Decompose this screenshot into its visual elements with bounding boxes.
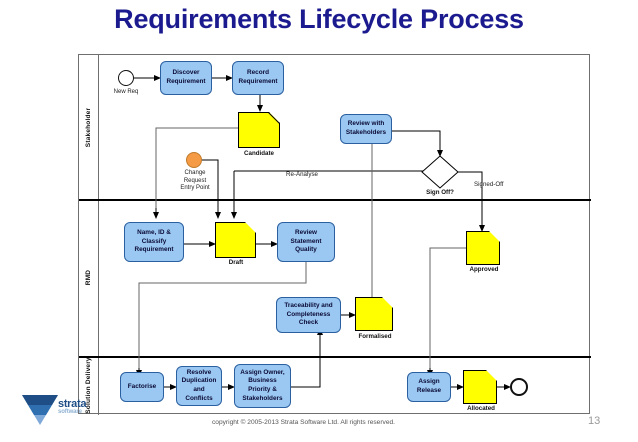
doc-fold-icon xyxy=(489,231,500,242)
logo-subword: software xyxy=(58,409,82,415)
task-name-id-classify-requirement[interactable]: Name, ID & Classify Requirement xyxy=(124,222,184,262)
end-event[interactable] xyxy=(510,378,528,396)
task-resolve-duplication-conflicts[interactable]: Resolve Duplication and Conflicts xyxy=(176,366,222,406)
page-title: Requirements Lifecycle Process xyxy=(114,4,524,34)
strata-software-logo: strata software xyxy=(20,393,92,427)
data-object-draft-label: Draft xyxy=(228,259,244,266)
flow-label-re-analyse: Re-Analyse xyxy=(286,171,318,178)
task-traceability-completeness-check[interactable]: Traceability and Completeness Check xyxy=(276,297,341,333)
data-object-formalised-label: Formalised xyxy=(358,333,392,340)
gateway-sign-off-label: Sign Off? xyxy=(426,189,454,196)
start-event-new-req[interactable] xyxy=(118,70,134,86)
logo-wordmark: strata xyxy=(58,398,87,410)
task-assign-owner-priority-stakeholders[interactable]: Assign Owner, Business Priority & Stakeh… xyxy=(234,364,291,408)
lane-divider-1 xyxy=(79,199,591,201)
flow-label-signed-off: Signed-Off xyxy=(474,181,504,188)
doc-fold-icon xyxy=(245,222,256,233)
data-object-candidate[interactable] xyxy=(238,112,280,148)
data-object-approved-label: Approved xyxy=(469,266,499,273)
lane-divider-2 xyxy=(79,356,591,358)
doc-fold-icon xyxy=(269,112,280,123)
data-object-approved[interactable] xyxy=(466,231,500,265)
task-record-requirement[interactable]: Record Requirement xyxy=(232,61,284,95)
data-object-formalised[interactable] xyxy=(355,297,393,331)
start-event-label: New Req xyxy=(113,89,139,95)
task-review-statement-quality[interactable]: Review Statement Quality xyxy=(277,222,335,262)
strata-triangle-icon xyxy=(22,395,58,425)
doc-fold-icon xyxy=(382,297,393,308)
task-discover-requirement[interactable]: Discover Requirement xyxy=(160,61,212,95)
lane-label-solution-delivery: Solution Delivery xyxy=(79,356,99,415)
data-object-candidate-label: Candidate xyxy=(244,150,274,157)
data-object-allocated[interactable] xyxy=(463,370,497,404)
lane-label-rmd: RMD xyxy=(79,199,99,356)
task-factorise[interactable]: Factorise xyxy=(120,372,164,402)
copyright-notice: copyright © 2005-2013 Strata Software Lt… xyxy=(212,419,395,426)
data-object-draft[interactable] xyxy=(215,222,256,258)
doc-fold-line xyxy=(268,112,280,124)
data-object-allocated-label: Allocated xyxy=(467,405,495,412)
lane-label-stakeholder: Stakeholder xyxy=(79,55,99,199)
intermediate-event-change-request[interactable] xyxy=(186,152,202,168)
intermediate-event-change-request-label: Change Request Entry Point xyxy=(180,170,210,191)
task-review-with-stakeholders[interactable]: Review with Stakeholders xyxy=(340,114,392,144)
task-assign-release[interactable]: Assign Release xyxy=(407,372,451,402)
doc-fold-icon xyxy=(486,370,497,381)
page-number: 13 xyxy=(588,415,601,427)
